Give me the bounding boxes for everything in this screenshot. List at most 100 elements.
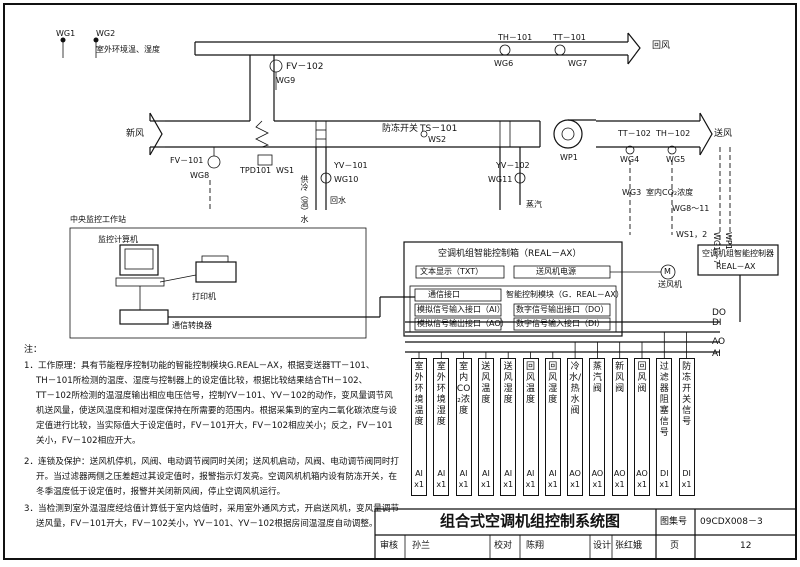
signal-name: 送风温度 — [481, 362, 491, 405]
signal-type: AI — [481, 469, 490, 478]
signal-columns — [418, 332, 687, 358]
di-port-label: 数字信号输入接口（DI） — [516, 319, 605, 328]
review-label: 审核 — [380, 541, 399, 551]
signal-count: x1 — [414, 480, 424, 489]
signal-name: 防冻开关信号 — [682, 362, 692, 427]
signal-count: x1 — [570, 480, 580, 489]
page-number: 12 — [740, 541, 752, 551]
atlas-number: 09CDX008－3 — [700, 517, 763, 527]
return-water-label: 回水 — [330, 196, 346, 205]
air-duct — [149, 32, 713, 156]
chilled-water-label: 供冷（温）水 — [300, 175, 309, 223]
text-display-box — [415, 265, 505, 279]
signal-column-box — [455, 358, 472, 496]
wg5-label: WG5 — [666, 155, 686, 164]
fv101-motor-icon — [207, 155, 221, 169]
wg7-label: WG7 — [568, 59, 588, 68]
right-controller-model: REAL－AX — [716, 262, 756, 271]
return-air-label: 回风 — [652, 41, 671, 51]
tt102-label: TT－102 — [618, 129, 651, 138]
signal-count: x1 — [681, 480, 692, 489]
yv102-label: YV－102 — [496, 161, 530, 170]
signal-column-box — [411, 358, 427, 496]
ao-port-label: 模拟信号输出接口（AO） — [417, 319, 509, 328]
note-line: 开。当过滤器两侧之压差超过其设定值时，报警指示灯发亮。空调风机机箱内设有防冻开关… — [36, 472, 397, 482]
signal-count: x1 — [614, 480, 625, 489]
wg2-label: WG2 — [96, 29, 116, 38]
wg10-label: WG10 — [334, 175, 359, 184]
signal-column-box — [477, 358, 494, 496]
th101-label: TH－101 — [498, 33, 533, 42]
signal-count: x1 — [458, 480, 469, 489]
right-controller-title: 空调机组智能控制器 — [702, 249, 774, 258]
fan-motor-label: 送风机 — [658, 280, 682, 289]
signal-count: x1 — [637, 480, 647, 489]
check-label: 校对 — [494, 541, 513, 551]
signal-name: 新风阀 — [615, 362, 625, 394]
signal-name: 蒸汽阀 — [592, 362, 602, 394]
central-station-frame — [69, 227, 367, 339]
signal-name: 室内CO₂浓度 — [456, 362, 471, 416]
controller-box — [403, 241, 623, 337]
tt101-label: TT－101 — [553, 33, 586, 42]
notes-heading: 注： — [24, 345, 43, 355]
note-line: 冬季温度低于设定值时，报警并关闭新风阀，停止空调风机运行。 — [36, 487, 286, 497]
signal-count: x1 — [659, 480, 670, 489]
note-line: 1．工作原理：具有节能程序控制功能的智能控制模块G.REAL－AX，根据变送器T… — [24, 361, 375, 371]
ts101-label: TS－101 — [420, 124, 458, 134]
note-line: 机送风量，使送风温度和相对湿度保持在所需要的范围内。根据采集到的室内二氧化碳浓度… — [36, 406, 397, 416]
atlas-label: 图集号 — [660, 517, 688, 527]
ws1-label: WS1 — [276, 166, 295, 175]
wg6-label: WG6 — [494, 59, 514, 68]
yv101-label: YV－101 — [334, 161, 368, 170]
bus-di-label: DI — [712, 318, 722, 328]
outdoor-label: 室外环境温、湿度 — [96, 45, 160, 54]
yv101-valve-icon — [320, 172, 332, 184]
wg1-label: WG1 — [56, 29, 76, 38]
tpd101-sensor — [257, 154, 273, 166]
fresh-air-label: 新风 — [126, 129, 145, 139]
signal-column: 新风阀 AO x1 — [613, 362, 627, 489]
signal-column-box — [611, 358, 628, 496]
signal-column-box — [433, 358, 450, 496]
wp1-label: WP1 — [560, 153, 578, 162]
note-line: TT－102所检测的温湿度输出相应电压信号，控制YV－101、YV－102的动作… — [36, 391, 393, 401]
signal-name: 回风温度 — [525, 362, 535, 405]
right-controller-box — [697, 244, 779, 276]
page-label: 页 — [670, 541, 680, 551]
wg3-label: WG3 — [622, 188, 642, 197]
signal-type: AO — [613, 469, 626, 478]
signal-count: x1 — [436, 480, 447, 489]
signal-name: 室外环境湿度 — [436, 362, 446, 427]
tpd101-label: TPD101 — [240, 166, 272, 175]
fv101-label: FV－101 — [170, 156, 204, 165]
signal-type: AO — [591, 469, 604, 478]
note-line: 2．连锁及保护：送风机停机，风阀、电动调节阀同时关闭；送风机启动，风阀、电动调节… — [24, 457, 400, 467]
bus-ao-label: AO — [712, 337, 726, 347]
signal-name: 回风湿度 — [548, 362, 558, 405]
bus-do-label: DO — [712, 308, 727, 318]
comm-converter-icon — [119, 309, 169, 325]
wg4-label: WG4 — [620, 155, 640, 164]
smart-module-label: 智能控制模块（G．REAL－AX） — [506, 290, 624, 299]
comm-port-label: 通信接口 — [428, 290, 460, 299]
comm-converter-label: 通信转换器 — [172, 321, 212, 330]
supply-fan-icon — [553, 119, 583, 149]
note-line: 3．当检测到室外温湿度经焓值计算低于室内焓值时，采用室外通风方式，开启送风机，变… — [24, 504, 400, 514]
sheet-border — [3, 3, 797, 560]
th102-label: TH－102 — [656, 129, 691, 138]
monitor-pc-label: 监控计算机 — [98, 235, 138, 244]
text-display-label: 文本显示（TXT） — [420, 267, 484, 276]
ws12-label: WS1，2 — [676, 230, 708, 239]
wg8-11-label: WG8～11 — [672, 204, 710, 213]
note-line: TH－101所检测的温度、湿度与控制器上的设定值比较，根据比较结果结合TH－10… — [36, 376, 368, 386]
fv102-label: FV－102 — [286, 62, 324, 72]
designer-name: 张红娥 — [615, 541, 643, 551]
signal-count: x1 — [592, 480, 603, 489]
